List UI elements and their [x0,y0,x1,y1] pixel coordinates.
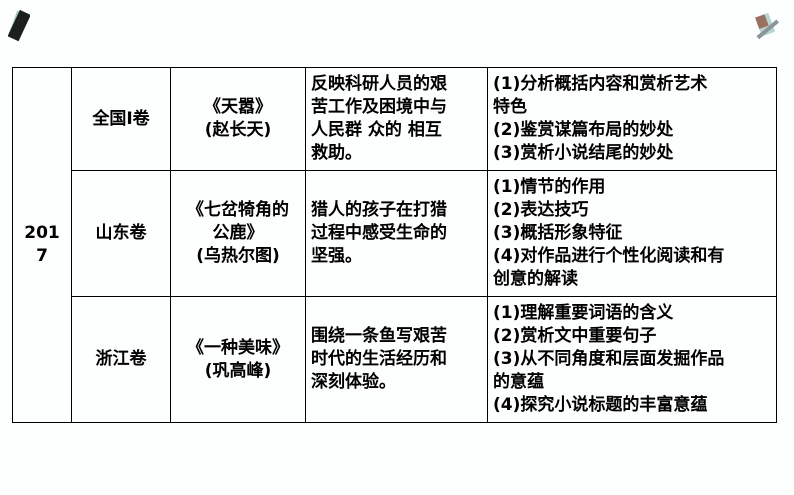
question-line: (1)情节的作用 [493,177,606,197]
theme-cell: 猎人的孩子在打猎过程中感受生命的坚强。 [305,170,488,297]
year-text: 2017 [24,223,60,266]
question-line: (3)概括形象特征 [493,223,623,243]
question-line: (1)分析概括内容和赏析艺术 [493,74,708,94]
work-title: 《七岔犄角的 [187,200,289,220]
question-line: (1)理解重要词语的含义 [493,303,674,323]
paper-cell: 山东卷 [71,170,171,297]
theme-cell: 围绕一条鱼写艰苦时代的生活经历和深刻体验。 [305,296,488,423]
questions-cell: (1)理解重要词语的含义 (2)赏析文中重要句子 (3)从不同角度和层面发掘作品的意… [487,296,777,423]
question-line: (3)赏析小说结尾的妙处 [493,143,674,163]
theme-line: 深刻体验。 [311,372,396,392]
theme-cell: 反映科研人员的艰苦工作及困境中与人民群 众的 相互救助。 [305,67,488,171]
year-cell: 2017 [12,67,72,423]
theme-line: 苦工作及困境中与 [311,97,447,117]
work-cell: 《七岔犄角的公鹿》 (乌热尔图) [170,170,306,297]
question-line: (4)探究小说标题的丰富意蕴 [493,395,708,415]
paper-cell: 全国Ⅰ卷 [71,67,171,171]
theme-line: 反映科研人员的艰 [311,74,447,94]
work-cell: 《天嚣》 (赵长天) [170,67,306,171]
work-author: (赵长天) [204,120,272,140]
theme-line: 过程中感受生命的 [311,223,447,243]
question-line: 创意的解读 [493,269,578,289]
theme-line: 围绕一条鱼写艰苦 [311,326,447,346]
book-icon [8,9,30,42]
table-row: 山东卷 《七岔犄角的公鹿》(乌热尔图) 猎人的孩子在打猎过程中感受生命的坚强。 … [13,170,777,297]
questions-cell: (1)分析概括内容和赏析艺术特色 (2)鉴赏谋篇布局的妙处 (3)赏析小说结尾的妙处 [487,67,777,171]
questions-cell: (1)情节的作用 (2)表达技巧 (3)概括形象特征 (4)对作品进行个性化阅读和有创… [487,170,777,297]
question-line: (3)从不同角度和层面发掘作品 [493,349,725,369]
work-title-cont: 公鹿》 [212,223,264,243]
question-line: (2)鉴赏谋篇布局的妙处 [493,120,674,140]
stamp-icon [755,12,780,40]
question-line: (2)表达技巧 [493,200,589,220]
theme-line: 时代的生活经历和 [311,349,447,369]
question-line: (4)对作品进行个性化阅读和有 [493,246,725,266]
theme-line: 坚强。 [311,246,362,266]
work-cell: 《一种美味》(巩高峰) [170,296,306,423]
paper-cell: 浙江卷 [71,296,171,423]
question-line: 特色 [493,97,527,117]
table-row: 浙江卷 《一种美味》(巩高峰) 围绕一条鱼写艰苦时代的生活经历和深刻体验。 (1… [13,296,777,423]
question-line: 的意蕴 [493,372,544,392]
work-author: (巩高峰) [204,360,272,381]
theme-line: 救助。 [311,143,362,163]
table-row: 2017 全国Ⅰ卷 《天嚣》 (赵长天) 反映科研人员的艰苦工作及困境中与人民群 … [12,67,777,423]
work-author: (乌热尔图) [196,246,280,266]
work-title: 《一种美味》 [187,337,289,358]
work-title: 《天嚣》 [204,97,272,117]
theme-line: 人民群 众的 相互 [311,120,442,140]
theme-line: 猎人的孩子在打猎 [311,200,447,220]
exam-table: 2017 全国Ⅰ卷 《天嚣》 (赵长天) 反映科研人员的艰苦工作及困境中与人民群 … [12,67,777,423]
question-line: (2)赏析文中重要句子 [493,326,657,346]
